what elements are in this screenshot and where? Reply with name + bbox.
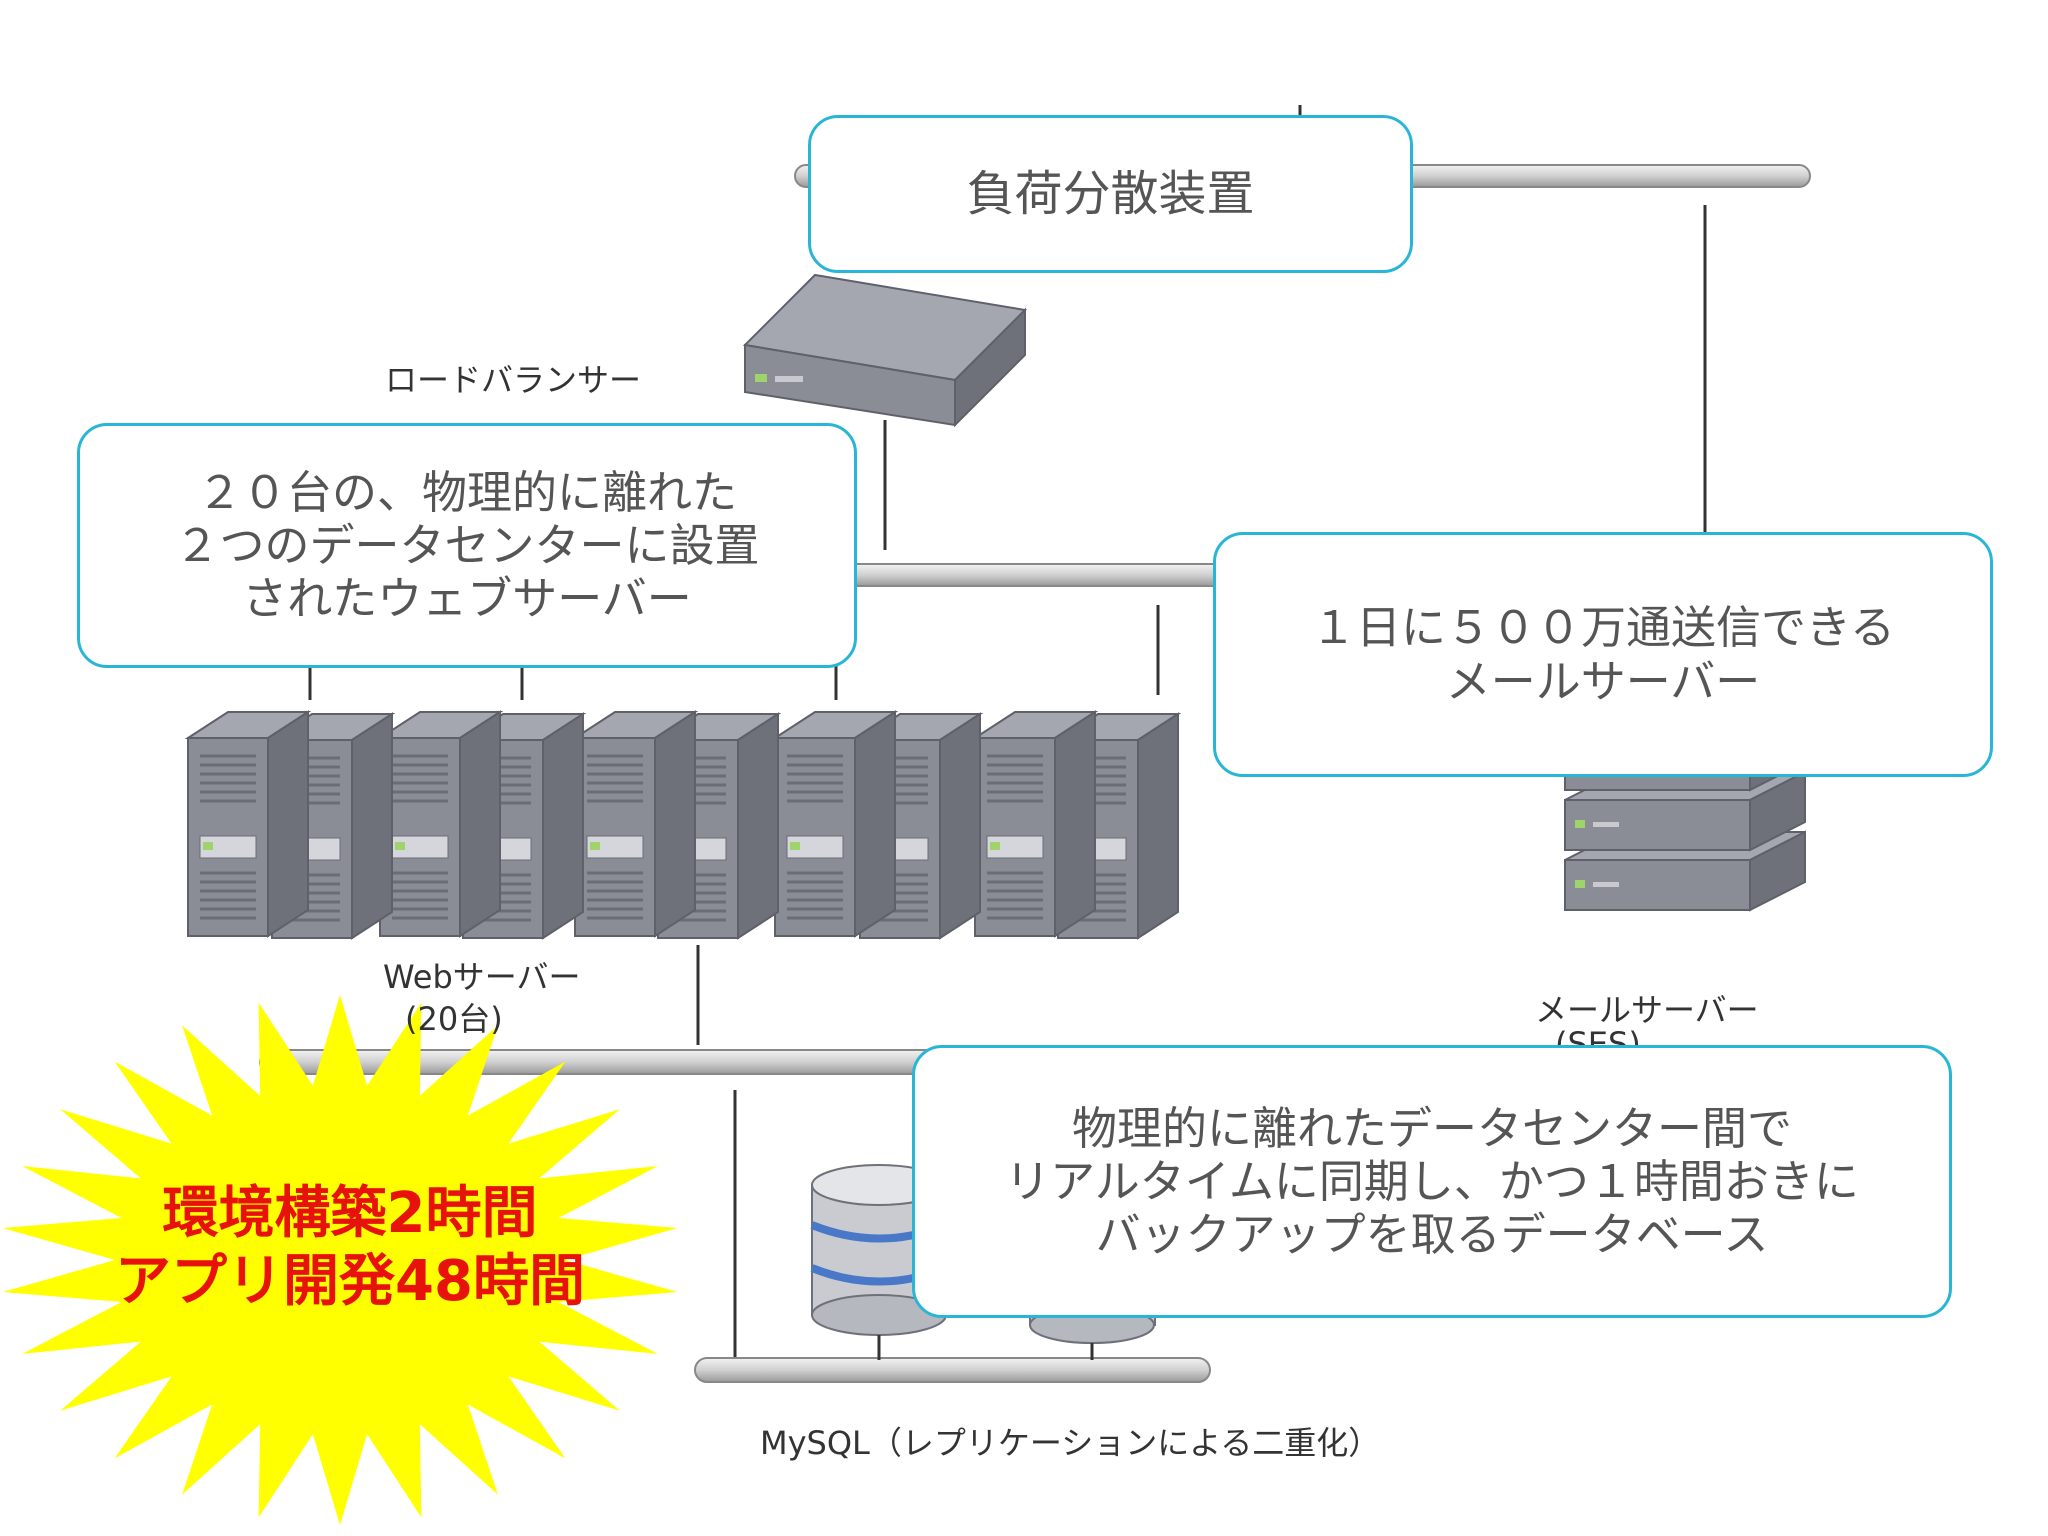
starburst-badge	[2, 994, 678, 1526]
callout-line: バックアップを取るデータベース	[1095, 1208, 1769, 1262]
callout-line: ２０台の、物理的に離れた	[196, 465, 737, 519]
starburst-text: 環境構築2時間 アプリ開発48時間	[40, 1180, 660, 1317]
web-server-tower	[571, 710, 699, 938]
connection-lines	[308, 105, 1707, 1365]
web-server-tower	[376, 710, 504, 938]
callout-line: 物理的に離れたデータセンター間で	[1071, 1101, 1792, 1155]
web-server-group	[184, 710, 1182, 940]
mysql-label: MySQL（レプリケーションによる二重化）	[760, 1424, 1381, 1462]
callout-mail-server: １日に５００万通送信できるメールサーバー	[1213, 532, 1993, 777]
web-server-tower	[771, 710, 899, 938]
callout-line: １日に５００万通送信できる	[1310, 601, 1896, 655]
load-balancer-label: ロードバランサー	[385, 361, 642, 399]
web-server-tower	[184, 710, 312, 938]
web-server-tower	[971, 710, 1099, 938]
starburst-line-2: アプリ開発48時間	[115, 1249, 585, 1315]
callout-database: 物理的に離れたデータセンター間でリアルタイムに同期し、かつ１時間おきにバックアッ…	[912, 1045, 1952, 1318]
callout-line: メールサーバー	[1445, 654, 1761, 708]
load-balancer-device	[742, 273, 1028, 428]
mail-server-label: メールサーバー	[1535, 991, 1759, 1029]
callout-line: ２つのデータセンターに設置	[174, 518, 760, 572]
callout-line: リアルタイムに同期し、かつ１時間おきに	[1005, 1154, 1859, 1208]
starburst-line-1: 環境構築2時間	[162, 1181, 538, 1246]
db-network-bar	[694, 1357, 1211, 1383]
callout-line: 負荷分散装置	[966, 165, 1255, 222]
web-server-count-label: (20台)	[405, 1000, 503, 1038]
callout-load-balancer: 負荷分散装置	[808, 115, 1413, 273]
callout-line: されたウェブサーバー	[242, 572, 692, 626]
web-server-label: Webサーバー	[383, 958, 581, 996]
